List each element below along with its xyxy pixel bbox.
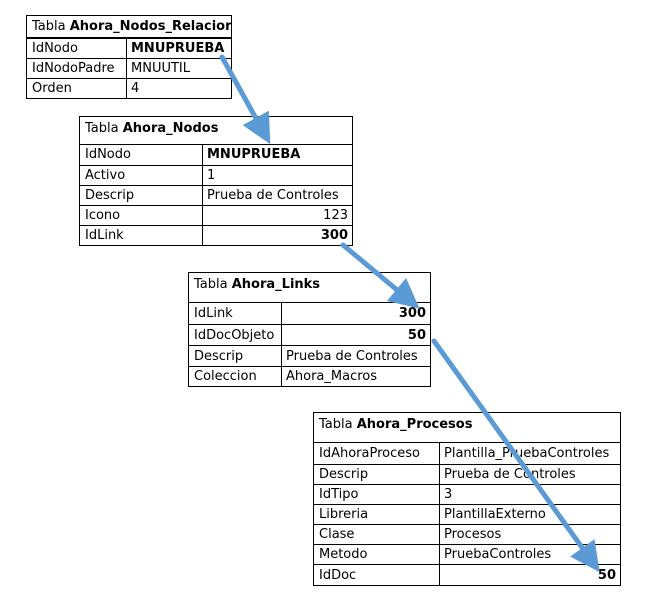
table-ahora-nodos-relacion: Tabla Ahora_Nodos_Relacion IdNodo MNUPRU… [26,15,232,99]
table-ahora-procesos: Tabla Ahora_Procesos IdAhoraProceso Plan… [313,412,621,586]
table-row: Descrip Prueba de Controles [80,185,352,205]
arrow-links-to-procesos [431,338,600,573]
table-row: IdLink 300 [80,225,352,245]
table-title: Tabla Ahora_Links [189,273,430,303]
table-row: IdDoc 50 [314,564,620,585]
table-row: IdNodo MNUPRUEBA [27,38,231,58]
table-row: Activo 1 [80,165,352,185]
table-title-name: Ahora_Procesos [356,417,473,432]
table-row: Metodo PruebaControles [314,544,620,564]
field-value: Ahora_Macros [286,369,378,384]
field-name: Descrip [80,186,203,205]
table-title-name: Ahora_Nodos [122,121,219,136]
arrow-nodos-to-links [340,242,420,309]
field-value: 50 [407,328,426,343]
table-ahora-links: Tabla Ahora_Links IdLink 300 IdDocObjeto… [188,272,431,387]
table-title-prefix: Tabla [32,19,66,34]
field-value: PruebaControles [444,547,552,562]
field-value: MNUPRUEBA [131,41,225,56]
table-row: IdNodoPadre MNUUTIL [27,58,231,78]
table-row: Libreria PlantillaExterno [314,504,620,524]
field-value: 300 [398,306,426,321]
field-name: Coleccion [189,367,282,386]
field-name: Libreria [314,505,440,524]
field-name: Descrip [189,346,282,366]
field-value: 300 [320,228,348,243]
field-name: Icono [80,206,203,225]
table-title-prefix: Tabla [194,277,228,292]
field-name: IdNodo [80,145,203,165]
table-title-prefix: Tabla [319,417,353,432]
field-name: IdDocObjeto [189,325,282,345]
field-name: Clase [314,525,440,544]
table-row: Icono 123 [80,205,352,225]
field-name: IdLink [189,303,282,324]
table-row: IdAhoraProceso Plantilla_PruebaControles [314,443,620,464]
table-row: Orden 4 [27,78,231,98]
field-value: 123 [323,208,348,223]
table-row: IdDocObjeto 50 [189,324,430,345]
table-row: IdLink 300 [189,303,430,324]
field-name: Metodo [314,545,440,564]
field-name: Activo [80,166,203,185]
field-value: 4 [131,81,140,96]
table-row: Clase Procesos [314,524,620,544]
table-row: IdTipo 3 [314,484,620,504]
field-value: Prueba de Controles [444,467,576,482]
field-value: 1 [207,168,216,183]
field-name: IdNodoPadre [27,59,127,78]
arrow-nodos-relacion-to-nodos [219,54,271,145]
table-row: Descrip Prueba de Controles [189,345,430,366]
field-name: IdLink [80,226,203,245]
field-value: PlantillaExterno [444,507,546,522]
table-title: Tabla Ahora_Procesos [314,413,620,443]
table-title: Tabla Ahora_Nodos_Relacion [27,16,231,38]
field-value: Prueba de Controles [207,188,339,203]
field-name: IdAhoraProceso [314,443,440,464]
field-value: Procesos [444,527,502,542]
table-title-name: Ahora_Nodos_Relacion [69,19,231,34]
table-title-prefix: Tabla [85,121,119,136]
field-value: MNUUTIL [131,61,190,76]
field-name: Descrip [314,465,440,484]
table-row: IdNodo MNUPRUEBA [80,145,352,165]
field-value: Prueba de Controles [286,349,418,364]
table-title: Tabla Ahora_Nodos [80,117,352,145]
field-name: IdNodo [27,39,127,58]
table-row: Descrip Prueba de Controles [314,464,620,484]
field-name: IdTipo [314,485,440,504]
field-value: 3 [444,487,453,502]
field-name: IdDoc [314,565,440,585]
field-value: 50 [597,568,616,583]
table-ahora-nodos: Tabla Ahora_Nodos IdNodo MNUPRUEBA Activ… [79,116,353,246]
field-name: Orden [27,79,127,98]
table-row: Coleccion Ahora_Macros [189,366,430,386]
field-value: Plantilla_PruebaControles [444,446,610,461]
table-title-name: Ahora_Links [231,277,321,292]
field-value: MNUPRUEBA [207,147,301,162]
